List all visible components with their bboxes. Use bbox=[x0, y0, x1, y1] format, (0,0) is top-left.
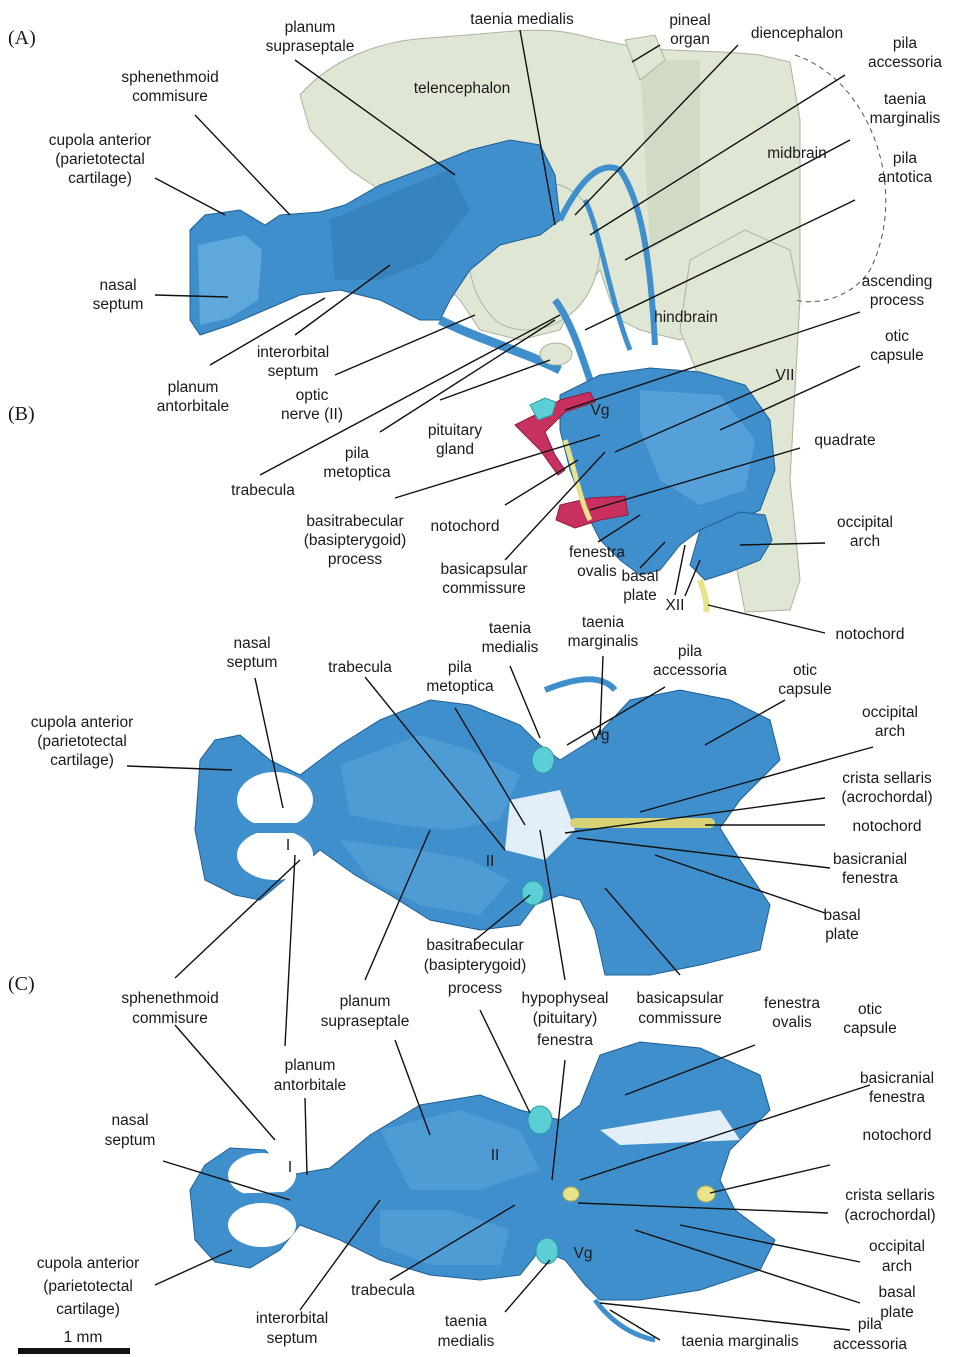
label-notochord-b: notochord bbox=[853, 818, 922, 835]
label-crista-sellaris-c: crista sellaris(acrochordal) bbox=[844, 1187, 935, 1224]
label-sphenethmoid-commisure-b: sphenethmoidcommisure bbox=[121, 990, 218, 1027]
label-trabecula-a: trabecula bbox=[231, 482, 295, 499]
panel-label-b: (B) bbox=[8, 403, 35, 425]
label-cupola-anterior-b: cupola anterior(parietotectalcartilage) bbox=[31, 714, 134, 769]
label-taenia-marginalis-c: taenia marginalis bbox=[681, 1333, 798, 1350]
label-vg-c: Vg bbox=[574, 1245, 593, 1262]
label-telencephalon: telencephalon bbox=[414, 80, 511, 97]
brain-dashed-outline bbox=[795, 55, 886, 302]
notochord-shape-c1 bbox=[563, 1187, 579, 1201]
label-taenia-medialis-c: taeniamedialis bbox=[438, 1313, 495, 1350]
label-xii: XII bbox=[666, 597, 685, 614]
label-vg-b: Vg bbox=[591, 727, 610, 744]
notochord-tail-a bbox=[700, 580, 707, 612]
label-hypophyseal-fenestra: hypophyseal(pituitary)fenestra bbox=[521, 990, 608, 1049]
ganglion-teal-c2 bbox=[536, 1238, 558, 1264]
brain-shading bbox=[640, 60, 700, 250]
label-nasal-septum-a: nasalseptum bbox=[93, 277, 144, 313]
label-quadrate: quadrate bbox=[814, 432, 875, 449]
label-trabecula-b: trabecula bbox=[328, 659, 392, 676]
label-i-c: I bbox=[288, 1159, 292, 1176]
nasal-window-b bbox=[237, 772, 313, 828]
nasal-window-b2 bbox=[237, 830, 313, 880]
label-midbrain: midbrain bbox=[767, 145, 826, 162]
ganglion-teal-b1 bbox=[532, 747, 554, 773]
nasal-window-c bbox=[228, 1153, 296, 1197]
label-notochord-c: notochord bbox=[863, 1127, 932, 1144]
label-vii: VII bbox=[776, 367, 795, 384]
label-notochord-a2: notochord bbox=[836, 626, 905, 643]
scale-bar bbox=[18, 1348, 130, 1354]
ganglion-teal-b2 bbox=[522, 881, 544, 905]
label-i-b: I bbox=[286, 837, 290, 854]
notochord-shape-c2 bbox=[697, 1186, 715, 1202]
panel-label-c: (C) bbox=[8, 973, 35, 995]
label-notochord-a: notochord bbox=[431, 518, 500, 535]
nasal-septum-bar-c bbox=[195, 1195, 340, 1200]
label-basal-plate-c: basalplate bbox=[878, 1284, 915, 1321]
label-vg-a: Vg bbox=[591, 402, 610, 419]
label-hindbrain: hindbrain bbox=[654, 309, 718, 326]
label-trabecula-c: trabecula bbox=[351, 1282, 415, 1299]
label-basitrabecular-b: basitrabecular(basipterygoid)process bbox=[424, 937, 527, 997]
label-basicranial-fenestra-b: basicranialfenestra bbox=[833, 851, 907, 887]
nasal-window-c2 bbox=[228, 1203, 296, 1247]
scale-bar-label: 1 mm bbox=[64, 1329, 103, 1346]
label-taenia-medialis-a: taenia medialis bbox=[470, 11, 574, 28]
ganglion-teal-c1 bbox=[528, 1106, 552, 1134]
label-ii-b: II bbox=[486, 853, 495, 870]
label-diencephalon: diencephalon bbox=[751, 25, 843, 42]
label-crista-sellaris-b: crista sellaris(acrochordal) bbox=[841, 770, 932, 806]
label-basitrabecular-a: basitrabecular(basipterygoid)process bbox=[304, 513, 407, 568]
label-cupola-anterior-c: cupola anterior(parietotectalcartilage) bbox=[37, 1255, 140, 1318]
pila-accessoria-b bbox=[545, 679, 615, 690]
label-ii-c: II bbox=[491, 1147, 500, 1164]
panel-label-a: (A) bbox=[8, 27, 36, 49]
